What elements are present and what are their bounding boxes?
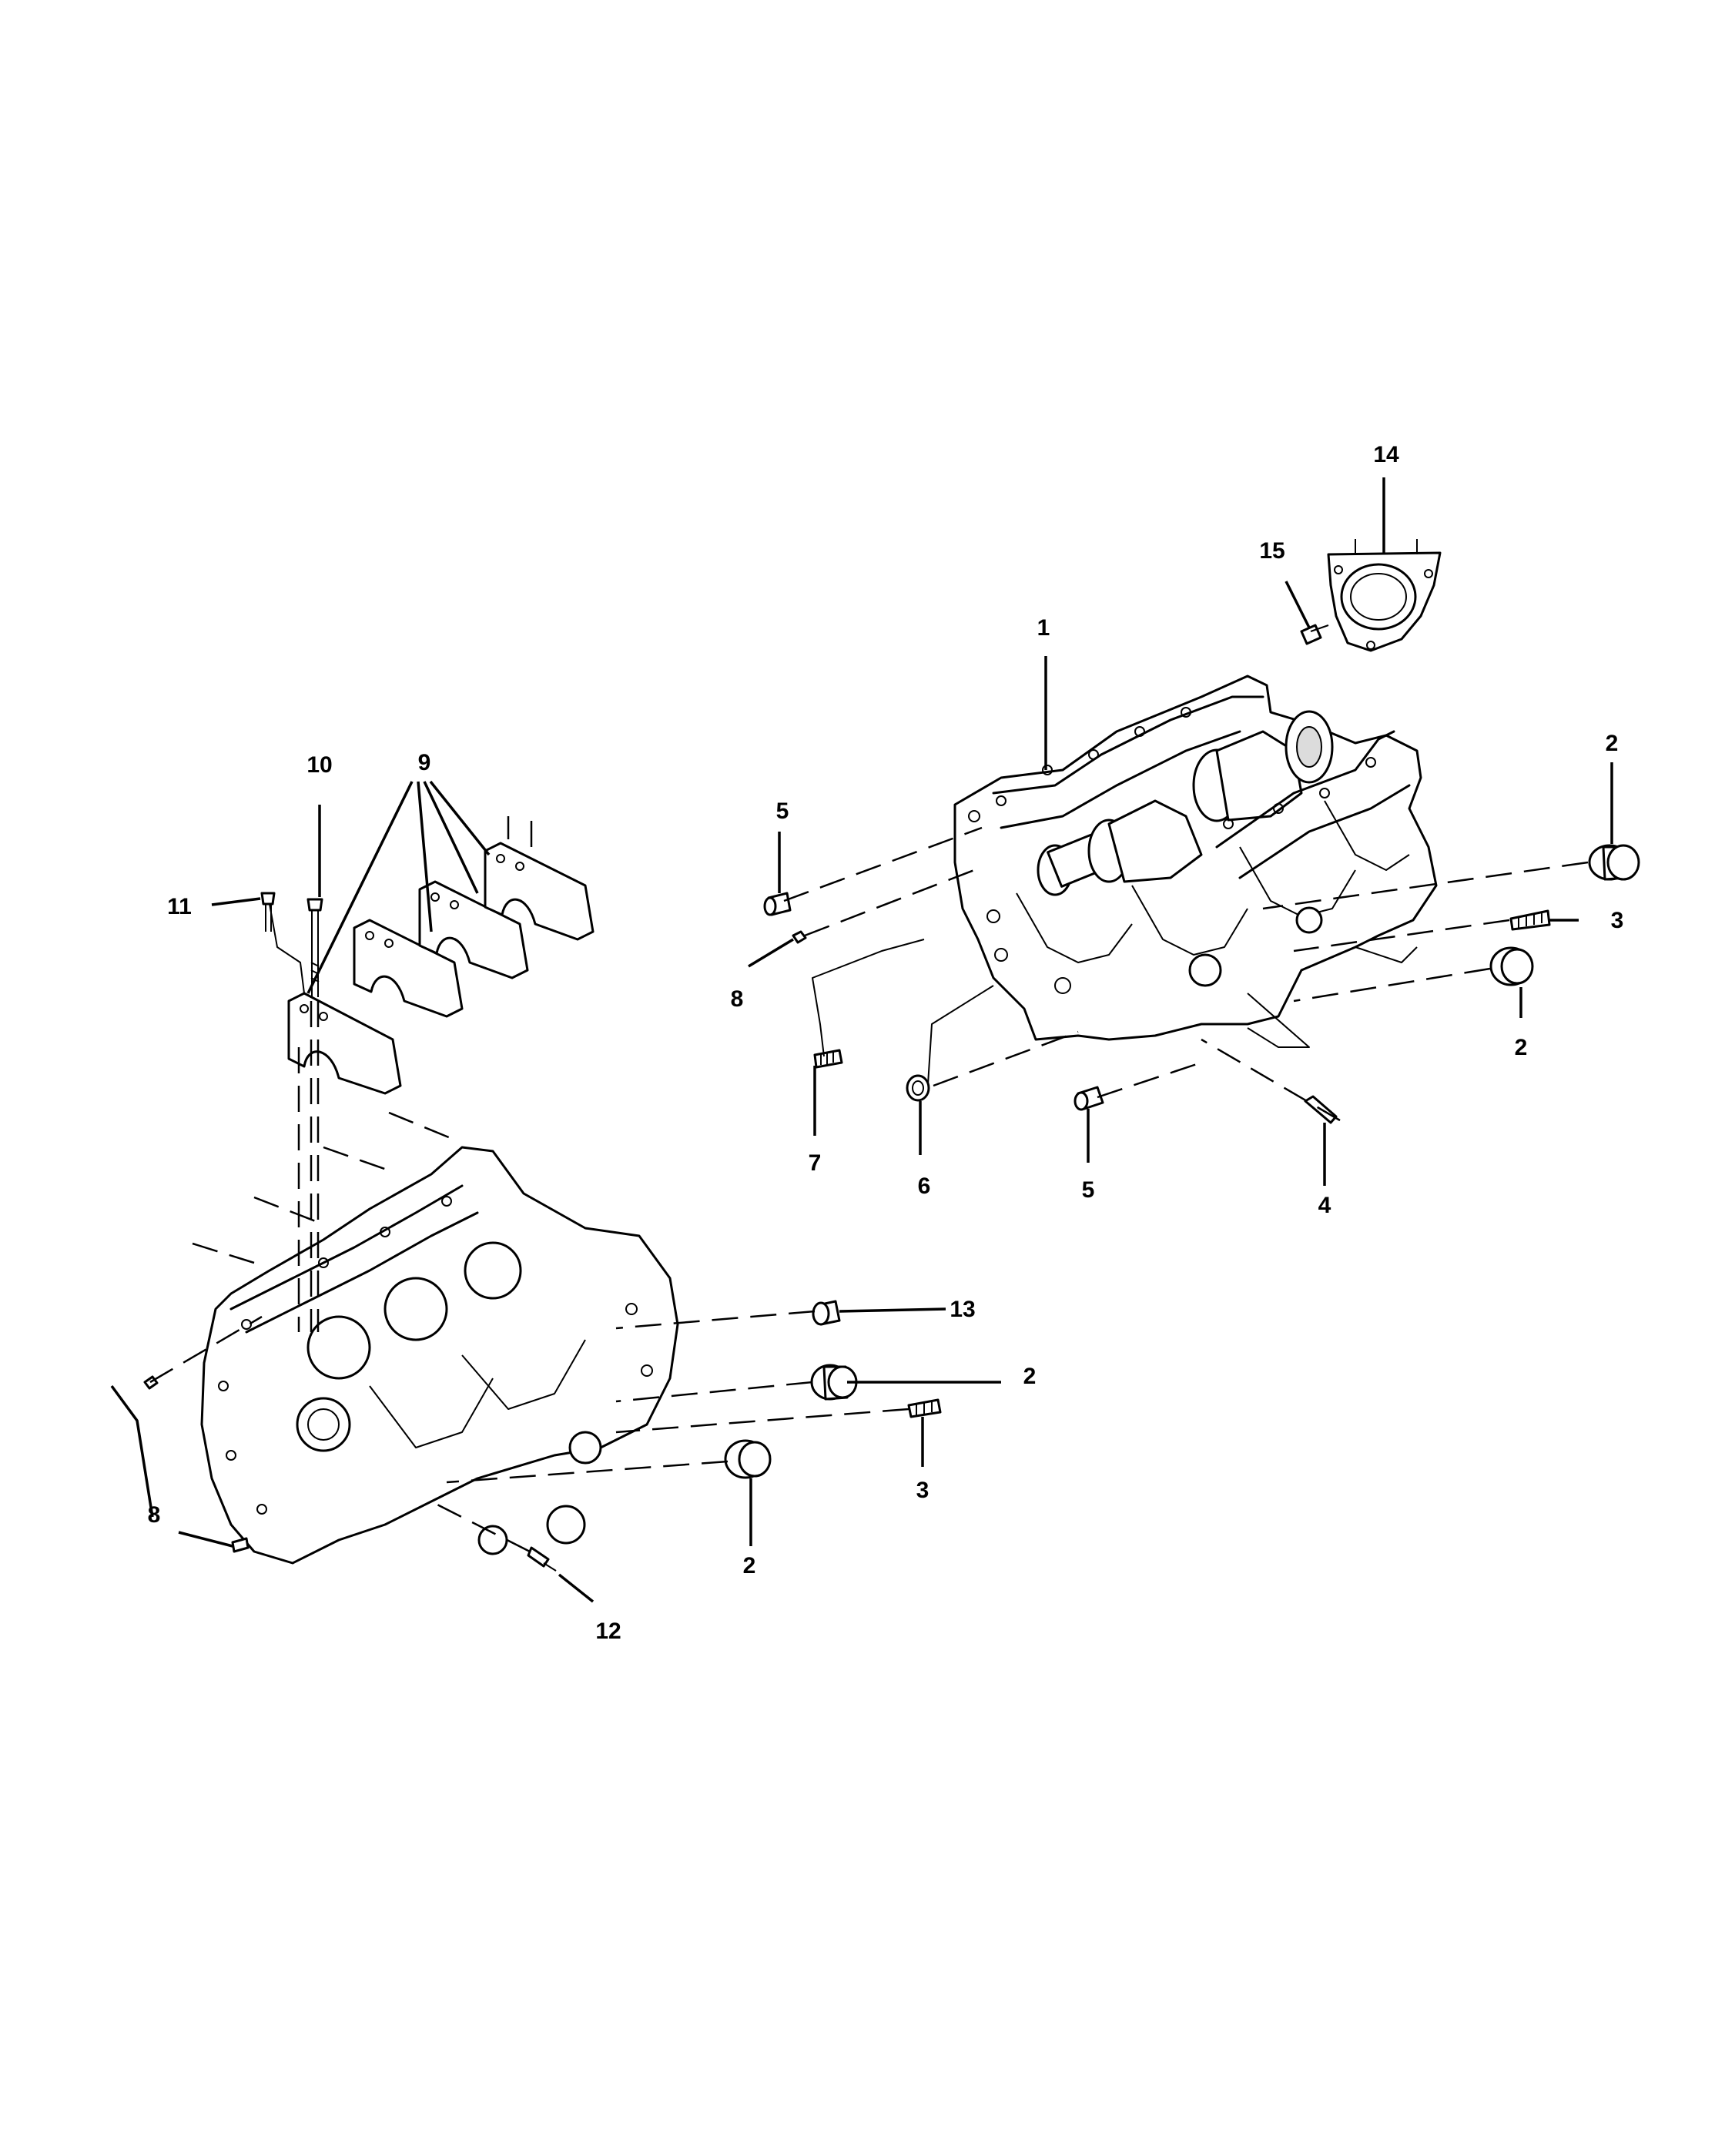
callout-4: 4 <box>1318 1193 1331 1218</box>
pin-8-left-lower <box>231 1537 250 1553</box>
cup-plug-left-lower <box>724 1439 772 1479</box>
callout-14: 14 <box>1373 442 1399 467</box>
rear-seal-retainer <box>1327 539 1442 652</box>
callout-6: 6 <box>918 1173 931 1199</box>
main-bearing-caps <box>287 816 595 1095</box>
threaded-plug-7 <box>813 1049 843 1069</box>
dowel-5-upper <box>763 892 792 916</box>
cup-plug-lower-right <box>1489 946 1534 986</box>
cap-bolt-10 <box>306 898 323 997</box>
callout-2: 2 <box>1515 1035 1528 1060</box>
callout-2: 2 <box>1023 1364 1037 1389</box>
dowel-5-lower <box>1074 1086 1104 1111</box>
callout-5: 5 <box>776 798 789 824</box>
retainer-bolt <box>1300 624 1329 645</box>
alignment-lines-left <box>149 903 909 1553</box>
callout-7: 7 <box>809 1150 822 1176</box>
callout-3: 3 <box>1611 908 1624 933</box>
callout-11: 11 <box>167 894 192 919</box>
callout-3: 3 <box>916 1478 929 1503</box>
callout-8: 8 <box>731 986 744 1012</box>
block-heater-plug-13 <box>812 1300 841 1326</box>
callout-10: 10 <box>306 752 332 778</box>
engine-block-assembly <box>953 675 1438 1041</box>
callout-9: 9 <box>418 750 431 775</box>
callout-2: 2 <box>743 1553 756 1578</box>
pin-8-right <box>792 930 807 944</box>
side-bolt-11 <box>260 892 276 932</box>
alignment-lines-right <box>783 826 1589 1122</box>
callout-5: 5 <box>1082 1177 1095 1203</box>
callout-8: 8 <box>148 1502 161 1528</box>
threaded-plug-right <box>1509 909 1551 931</box>
ring-dowel-6 <box>906 1074 930 1102</box>
cup-plug-left-upper <box>810 1364 858 1401</box>
callout-15: 15 <box>1259 538 1285 564</box>
cylinder-block <box>200 1146 679 1565</box>
callout-labels: 1 2 2 2 2 3 3 4 5 5 6 7 8 8 9 10 11 12 1… <box>148 442 1624 1644</box>
callout-2: 2 <box>1606 731 1619 756</box>
callout-13: 13 <box>950 1297 975 1322</box>
bolt-12 <box>527 1546 557 1572</box>
callout-1: 1 <box>1037 615 1050 641</box>
callout-12: 12 <box>595 1619 621 1644</box>
threaded-plug-left <box>907 1398 942 1418</box>
crankshaft <box>1037 710 1334 896</box>
leader-lines <box>110 477 1613 1603</box>
cup-plug-upper-right <box>1588 844 1640 881</box>
